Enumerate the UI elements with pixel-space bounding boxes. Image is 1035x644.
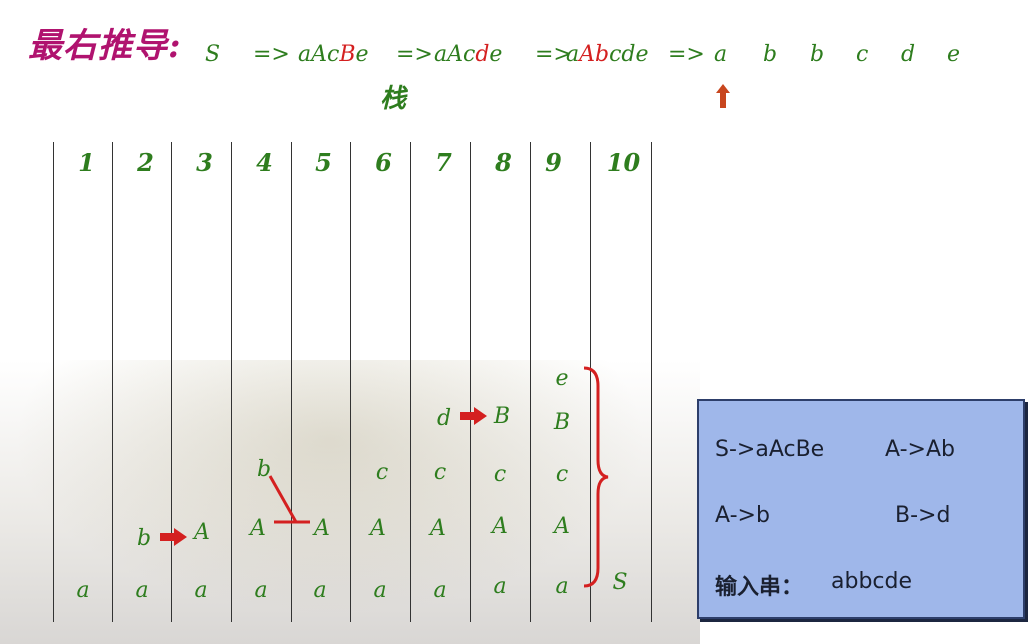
grammar-rule: A->Ab (885, 437, 955, 462)
brace-icon (583, 366, 609, 588)
column-number: 6 (375, 148, 392, 177)
stack-label: 栈 (380, 84, 407, 114)
input-symbol: b (763, 42, 778, 67)
stack-symbol: A (554, 514, 570, 539)
grammar-rule: A->b (715, 503, 770, 528)
stack-symbol: a (313, 578, 327, 603)
stack-symbol: S (612, 570, 628, 595)
column-divider (530, 142, 531, 622)
stack-symbol: B (493, 404, 511, 429)
stack-symbol: b (136, 526, 152, 551)
stack-symbol: B (553, 410, 571, 435)
stack-symbol: A (492, 514, 508, 539)
stack-symbol: e (555, 366, 569, 391)
derivation-step-1: S (205, 42, 221, 67)
column-number: 1 (78, 148, 95, 177)
stack-symbol: a (493, 574, 507, 599)
column-divider (590, 142, 591, 622)
column-divider (171, 142, 172, 622)
stack-symbol: A (314, 516, 330, 541)
column-divider (112, 142, 113, 622)
page-title: 最右推导: (28, 26, 182, 66)
stack-symbol: A (430, 516, 446, 541)
stack-symbol: A (250, 516, 266, 541)
column-number: 10 (606, 148, 641, 177)
column-divider (231, 142, 232, 622)
input-symbol: e (947, 42, 961, 67)
stack-symbol: c (555, 462, 569, 487)
stack-symbol: a (135, 578, 149, 603)
derivation-arrow-3: => (535, 42, 572, 67)
reduce-connector-icon (268, 475, 310, 524)
column-divider (651, 142, 652, 622)
stack-symbol: a (433, 578, 447, 603)
grammar-box: S->aAcBe A->Ab A->b B->d 输入串： abbcde (697, 399, 1025, 619)
column-number: 8 (495, 148, 512, 177)
derivation-arrow-4: => (668, 42, 705, 67)
derivation-step-4: aAbcde (566, 42, 649, 67)
input-string-label: 输入串： (715, 575, 804, 600)
stack-symbol: a (76, 578, 90, 603)
stack-symbol: c (493, 462, 507, 487)
derivation-step-2: aAcBe (298, 42, 369, 67)
column-number: 3 (196, 148, 213, 177)
column-divider (410, 142, 411, 622)
stack-symbol: b (256, 457, 272, 482)
column-number: 9 (545, 148, 562, 177)
column-number: 7 (435, 148, 452, 177)
derivation-step-3: aAcde (434, 42, 503, 67)
stack-symbol: a (555, 574, 569, 599)
stack-symbol: d (436, 406, 452, 431)
column-number: 5 (315, 148, 332, 177)
input-symbol: d (901, 42, 916, 67)
input-pointer-icon (716, 84, 730, 108)
column-divider (53, 142, 54, 622)
input-symbol: c (856, 42, 869, 67)
grammar-rule: B->d (895, 503, 951, 528)
column-number: 2 (137, 148, 154, 177)
column-divider (470, 142, 471, 622)
stack-symbol: c (375, 460, 389, 485)
derivation-arrow-1: => (253, 42, 290, 67)
reduce-arrow-icon (160, 528, 187, 546)
input-symbol: b (810, 42, 825, 67)
column-number: 4 (256, 148, 273, 177)
reduce-arrow-icon (460, 407, 487, 425)
column-divider (291, 142, 292, 622)
stack-symbol: c (433, 460, 447, 485)
stack-symbol: a (194, 578, 208, 603)
stack-symbol: A (370, 516, 386, 541)
derivation-arrow-2: => (396, 42, 433, 67)
input-string-value: abbcde (831, 569, 913, 594)
stack-symbol: A (194, 520, 210, 545)
column-divider (350, 142, 351, 622)
stack-symbol: a (373, 578, 387, 603)
stack-symbol: a (254, 578, 268, 603)
input-symbol: a (714, 42, 728, 67)
grammar-rule: S->aAcBe (715, 437, 825, 462)
